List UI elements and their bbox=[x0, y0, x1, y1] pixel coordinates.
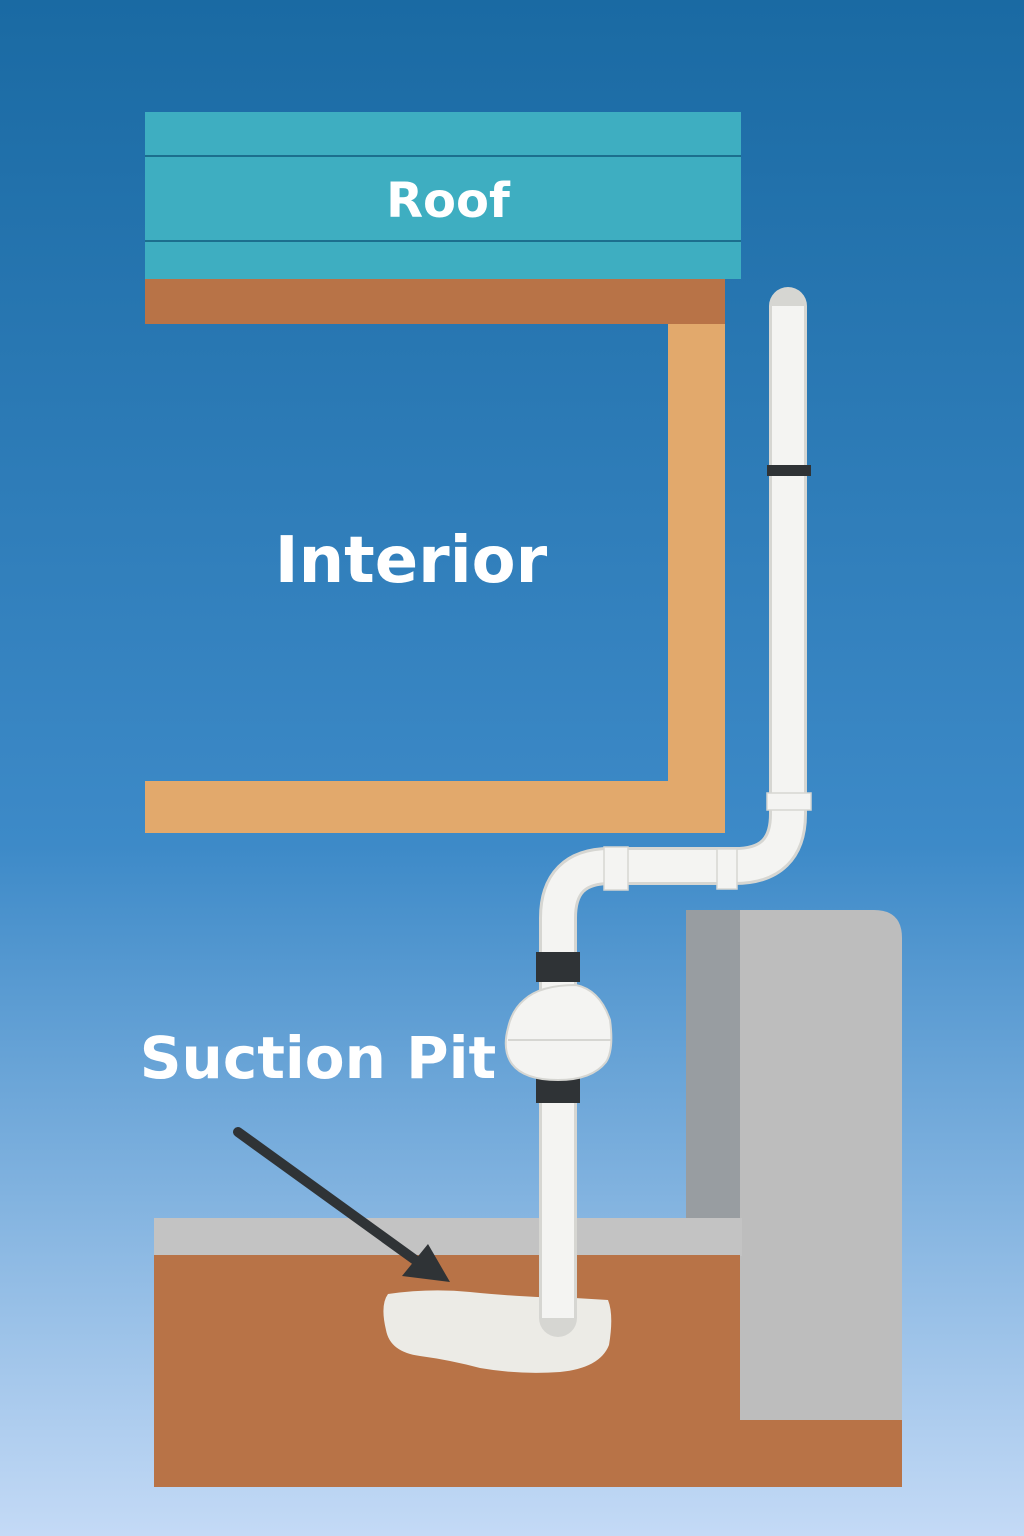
interior-wall bbox=[145, 324, 725, 833]
suction-pit-label: Suction Pit bbox=[140, 1024, 497, 1092]
vent-pipe bbox=[504, 287, 812, 1337]
arrow-shaft bbox=[233, 1127, 423, 1267]
pipe-coupler-horizontal-right bbox=[716, 848, 738, 890]
interior-wall-vertical bbox=[668, 324, 725, 833]
foundation-wall-shadow bbox=[686, 910, 740, 1220]
basement-slab bbox=[154, 1218, 742, 1256]
roof-panel bbox=[145, 112, 741, 279]
vent-pipe-body bbox=[542, 306, 804, 1318]
suction-pit-arrow bbox=[233, 1127, 450, 1282]
interior-wall-floor bbox=[145, 781, 725, 833]
interior-label: Interior bbox=[275, 524, 548, 598]
radon-fan bbox=[504, 983, 613, 1082]
pipe-coupler-vertical bbox=[766, 792, 812, 811]
arrow-head bbox=[402, 1244, 450, 1282]
pipe-clamp-band bbox=[767, 465, 811, 476]
roof: Roof bbox=[145, 112, 741, 324]
pipe-coupler-horizontal-left bbox=[603, 846, 629, 891]
roof-label: Roof bbox=[386, 173, 511, 229]
fan-band-top bbox=[536, 952, 580, 982]
